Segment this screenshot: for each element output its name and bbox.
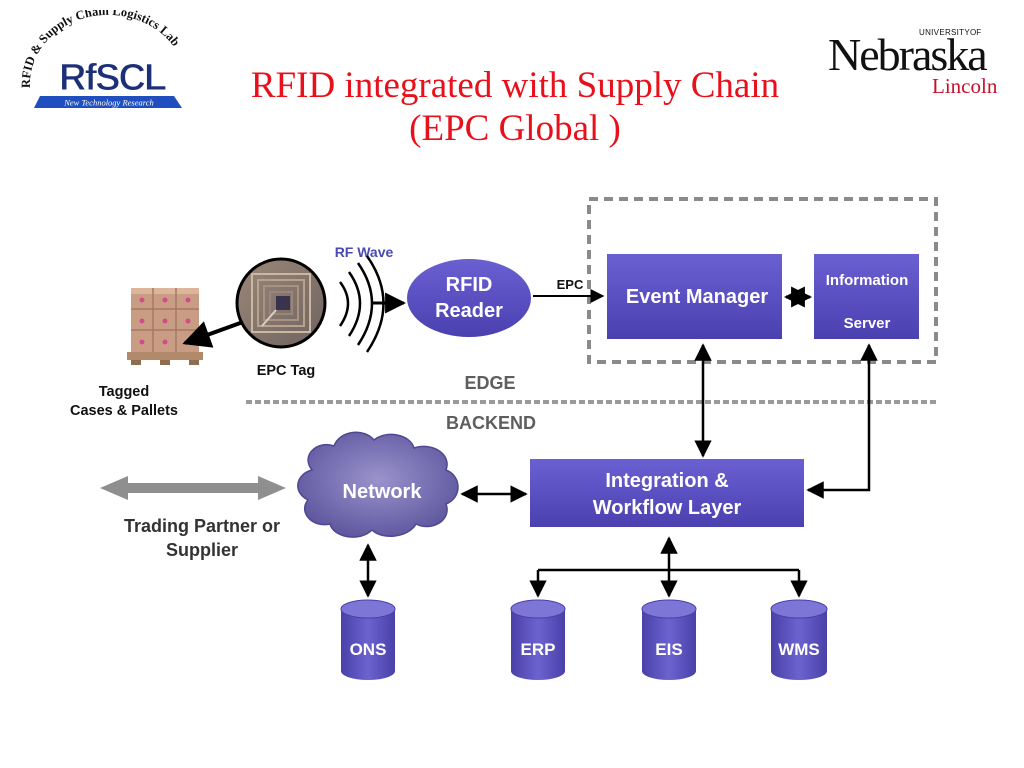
eis-database: EIS xyxy=(641,599,697,680)
info-integration-arrow xyxy=(806,343,878,499)
network-label: Network xyxy=(343,481,423,503)
tagged-label-line-2: Cases & Pallets xyxy=(70,403,178,419)
ons-database: ONS xyxy=(340,599,396,680)
edge-region xyxy=(587,197,938,364)
tagged-label-line-1: Tagged xyxy=(99,384,149,400)
rfscl-lab-logo: RFID & Supply Chain Logistics Lab RfSCL … xyxy=(19,10,183,108)
lab-tagline: New Technology Research xyxy=(63,98,154,108)
campus-name: Lincoln xyxy=(932,74,998,98)
erp-database: ERP xyxy=(510,599,566,680)
title-line-1: RFID integrated with Supply Chain xyxy=(250,65,780,106)
rf-wave-label: RF Wave xyxy=(335,244,394,260)
info-server-label-2: Server xyxy=(844,315,891,332)
university-logo: UNIVERSITY OF Nebraska Lincoln xyxy=(822,22,1002,102)
ons-label: ONS xyxy=(350,640,387,659)
network-cloud xyxy=(297,431,459,538)
event-manager-node xyxy=(607,254,782,339)
edge-label: EDGE xyxy=(464,373,515,393)
wms-database: WMS xyxy=(770,599,828,680)
trading-partner-label-2: Supplier xyxy=(166,540,238,560)
eis-label: EIS xyxy=(655,640,682,659)
epc-tag-image xyxy=(235,257,327,349)
integration-label-1: Integration & xyxy=(605,470,728,492)
erp-label: ERP xyxy=(521,640,556,659)
event-manager-label: Event Manager xyxy=(626,286,768,308)
wms-label: WMS xyxy=(778,640,820,659)
of-label: OF xyxy=(970,28,982,37)
lab-banner xyxy=(34,96,182,108)
rfid-reader-node xyxy=(407,259,531,337)
information-server-node xyxy=(814,254,919,339)
integration-workflow-node xyxy=(530,459,804,527)
trading-partner-label-1: Trading Partner or xyxy=(124,516,280,536)
backend-label: BACKEND xyxy=(446,413,536,433)
university-label: UNIVERSITY xyxy=(919,28,971,37)
epc-label: EPC xyxy=(557,277,584,292)
rfid-reader-label-1: RFID xyxy=(446,274,493,296)
lab-name: RfSCL xyxy=(59,57,167,99)
rfid-reader-label-2: Reader xyxy=(435,300,503,322)
epc-tag-label: EPC Tag xyxy=(257,363,316,379)
integration-label-2: Workflow Layer xyxy=(593,497,742,519)
info-server-label-1: Information xyxy=(826,272,909,289)
trading-partner-arrow xyxy=(100,476,286,500)
tag-to-pallet-arrow xyxy=(182,320,244,348)
pallet-image xyxy=(127,288,203,365)
title-line-2: (EPC Global ) xyxy=(409,108,621,149)
university-name: Nebraska xyxy=(828,29,988,80)
slide-title: RFID integrated with Supply Chain (EPC G… xyxy=(150,64,880,150)
